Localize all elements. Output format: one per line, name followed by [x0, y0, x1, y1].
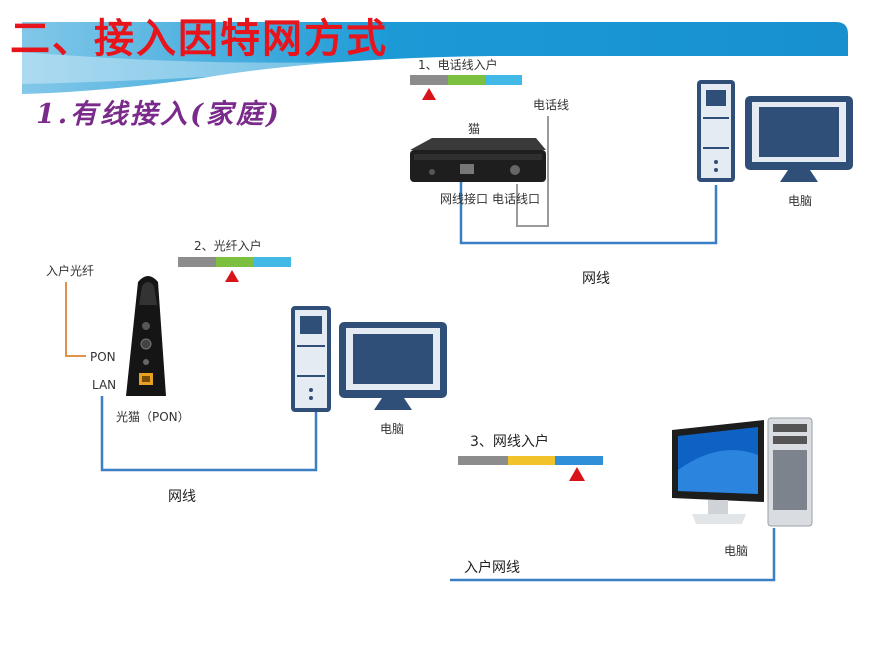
computer1 — [697, 80, 853, 182]
title-banner — [22, 22, 848, 94]
computer2 — [291, 306, 447, 412]
section2-progress-bar — [178, 257, 291, 267]
section2-cable-label: 网线 — [168, 489, 196, 505]
section1-marker — [422, 88, 436, 100]
section1-heading: 1、电话线入户 — [418, 58, 498, 72]
phone-wire-label: 电话线 — [533, 98, 570, 112]
section3-cable-label: 入户网线 — [464, 560, 520, 576]
section2-marker — [225, 270, 239, 282]
phone-port-label: 电话线口 — [492, 192, 541, 206]
section1-cable-label: 网线 — [582, 271, 610, 287]
section3-marker — [569, 467, 585, 481]
optical-modem-label: 光猫（PON） — [116, 410, 190, 424]
section1-progress-bar — [410, 75, 522, 85]
optical-modem — [126, 276, 166, 396]
computer3-label: 电脑 — [724, 544, 749, 558]
modem-label: 猫 — [468, 122, 481, 136]
computer2-label: 电脑 — [380, 422, 405, 436]
section3-progress-bar — [458, 456, 603, 465]
section3-heading: 3、网线入户 — [470, 434, 549, 450]
net-port-label: 网线接口 — [440, 192, 489, 206]
computer1-label: 电脑 — [788, 194, 813, 208]
page-subtitle: 1.有线接入(家庭) — [36, 99, 282, 130]
computer3 — [672, 417, 813, 527]
adsl-modem — [410, 138, 546, 182]
pon-label: PON — [90, 350, 116, 364]
lan-label: LAN — [92, 378, 117, 392]
fiber-label: 入户光纤 — [46, 264, 95, 278]
page-title: 二、接入因特网方式 — [10, 15, 388, 62]
section2-heading: 2、光纤入户 — [194, 239, 262, 253]
